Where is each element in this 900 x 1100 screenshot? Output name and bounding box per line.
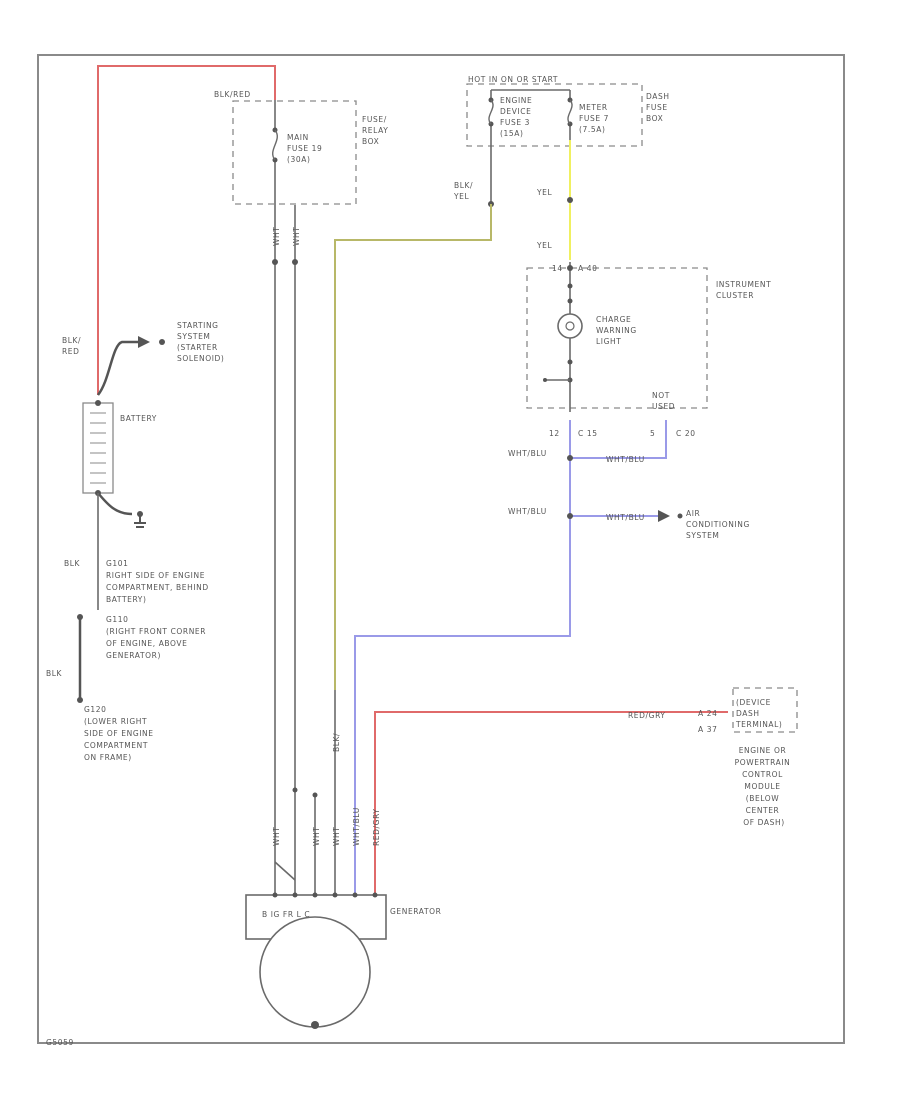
splice-wht-blu-1 [567, 455, 573, 461]
charge-warning-light-filament [565, 321, 575, 331]
cluster-pin-14 [567, 265, 573, 271]
cluster-node-3 [567, 359, 573, 365]
battery-label: BATTERY [120, 414, 157, 423]
wht-blu-label-4: WHT/BLU [606, 513, 645, 522]
cluster-node-2 [567, 298, 573, 304]
instrument-cluster-box [526, 267, 708, 409]
cluster-diode-end [543, 378, 547, 382]
g110-label: G110 (RIGHT FRONT CORNER OF ENGINE, ABOV… [106, 615, 209, 660]
blk-yel-gen-label: BLK/ [332, 733, 341, 752]
wht-label-2: WHT [292, 227, 301, 246]
starter-arrow-icon [138, 336, 150, 348]
splice-gen-branch [312, 792, 318, 798]
battery-cells [90, 412, 106, 484]
ecm-location-label: (DEVICE DASH TERMINAL) [735, 698, 782, 729]
gen-wire-label-3: WHT [332, 827, 341, 846]
not-used-label: NOT USED [652, 391, 675, 411]
gen-wire-label-1: WHT [272, 827, 281, 846]
g101-label: G101 RIGHT SIDE OF ENGINE COMPARTMENT, B… [106, 559, 212, 604]
generator-connector-pins [272, 892, 378, 898]
blk-red-top-label: BLK/RED [214, 90, 251, 99]
diagram-code: G5059 [46, 1038, 74, 1047]
gen-wire-label-4: WHT/BLU [352, 807, 361, 846]
splice-wht-2 [292, 259, 298, 265]
engine-device-fuse-label: ENGINE DEVICE FUSE 3 (15A) [500, 96, 535, 138]
charge-warning-light-label: CHARGE WARNING LIGHT [596, 315, 640, 346]
blk-red-left-label: BLK/ RED [62, 336, 84, 356]
dash-fuse-box-label: DASH FUSE BOX [646, 92, 673, 123]
wht-blu-label-3: WHT/BLU [508, 507, 547, 516]
blk-yel-label: BLK/ YEL [453, 181, 476, 201]
hot-in-on-label: HOT IN ON OR START [468, 75, 558, 84]
yel-label-1: YEL [536, 188, 553, 197]
wire-blk-yel [334, 204, 492, 690]
battery-symbol [82, 402, 114, 494]
engine-device-fuse-link [488, 99, 494, 125]
main-fuse-link [272, 129, 278, 161]
ac-arrow-icon [658, 510, 670, 522]
splice-gen-wht [292, 787, 298, 793]
diagram-frame [37, 54, 845, 1044]
dash-fuse-box [466, 83, 643, 147]
gen-wire-label-5: RED/GRY [372, 808, 381, 846]
ground-dot [137, 511, 143, 517]
generator-terminals-label: B IG FR L C [262, 910, 310, 919]
splice-wht-blu-2 [567, 513, 573, 519]
generator-label: GENERATOR [390, 907, 441, 916]
red-gry-label: RED/GRY [628, 711, 666, 720]
g120-label: G120 (LOWER RIGHT SIDE OF ENGINE COMPART… [84, 705, 157, 762]
wire-wht-blu-main [354, 420, 571, 900]
gen-wire-crossover [274, 861, 296, 881]
meter-fuse-link [567, 99, 573, 125]
cluster-node-1 [567, 283, 573, 289]
ac-dot [677, 513, 683, 519]
battery-ground-cable [97, 492, 133, 516]
ac-system-label: AIR CONDITIONING SYSTEM [686, 509, 753, 540]
splice-wht-1 [272, 259, 278, 265]
blk-label-1: BLK [64, 559, 81, 568]
starter-cable [96, 340, 140, 396]
wire-blk-red-battery [97, 65, 276, 395]
charge-warning-light-icon [557, 313, 583, 339]
battery-positive-terminal [95, 400, 101, 406]
ecm-label: ENGINE OR POWERTRAIN CONTROL MODULE (BEL… [735, 746, 794, 827]
fuse-relay-box [232, 100, 357, 205]
generator-ground-dot [311, 1021, 319, 1029]
fuse-relay-box-label: FUSE/ RELAY BOX [362, 115, 391, 146]
wire-red-gry [374, 711, 728, 900]
gen-wire-label-2: WHT [312, 827, 321, 846]
g120-dot [77, 697, 83, 703]
yel-splice-1 [567, 197, 573, 203]
cluster-bottom-pins-label: 12 C 15 5 C 20 [549, 429, 696, 438]
yel-label-2: YEL [536, 241, 553, 250]
instrument-cluster-label: INSTRUMENT CLUSTER [716, 280, 774, 300]
starting-system-label: STARTING SYSTEM (STARTER SOLENOID) [177, 321, 224, 363]
meter-fuse-label: METER FUSE 7 (7.5A) [579, 103, 612, 134]
generator-icon [259, 916, 371, 1028]
cluster-pins-label: 14 A 40 [552, 264, 597, 273]
wht-blu-label-1: WHT/BLU [508, 449, 547, 458]
starter-dot [159, 339, 165, 345]
g110-dot [77, 614, 83, 620]
blk-label-2: BLK [46, 669, 63, 678]
ecm-pins-label: A 24 A 37 [698, 709, 720, 734]
wht-blu-label-2: WHT/BLU [606, 455, 645, 464]
wht-label-1: WHT [272, 227, 281, 246]
wire-wht-blu-not-used [570, 420, 667, 459]
main-fuse-label: MAIN FUSE 19 (30A) [287, 133, 325, 164]
